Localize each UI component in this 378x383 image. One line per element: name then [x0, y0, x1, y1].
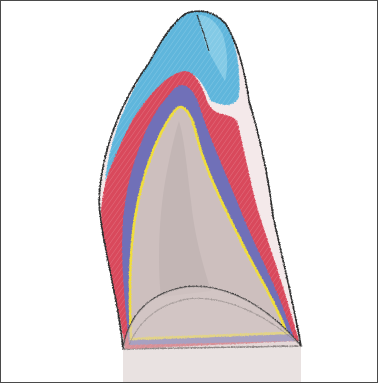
illustration-frame [0, 0, 378, 383]
tooth-illustration [1, 1, 377, 382]
